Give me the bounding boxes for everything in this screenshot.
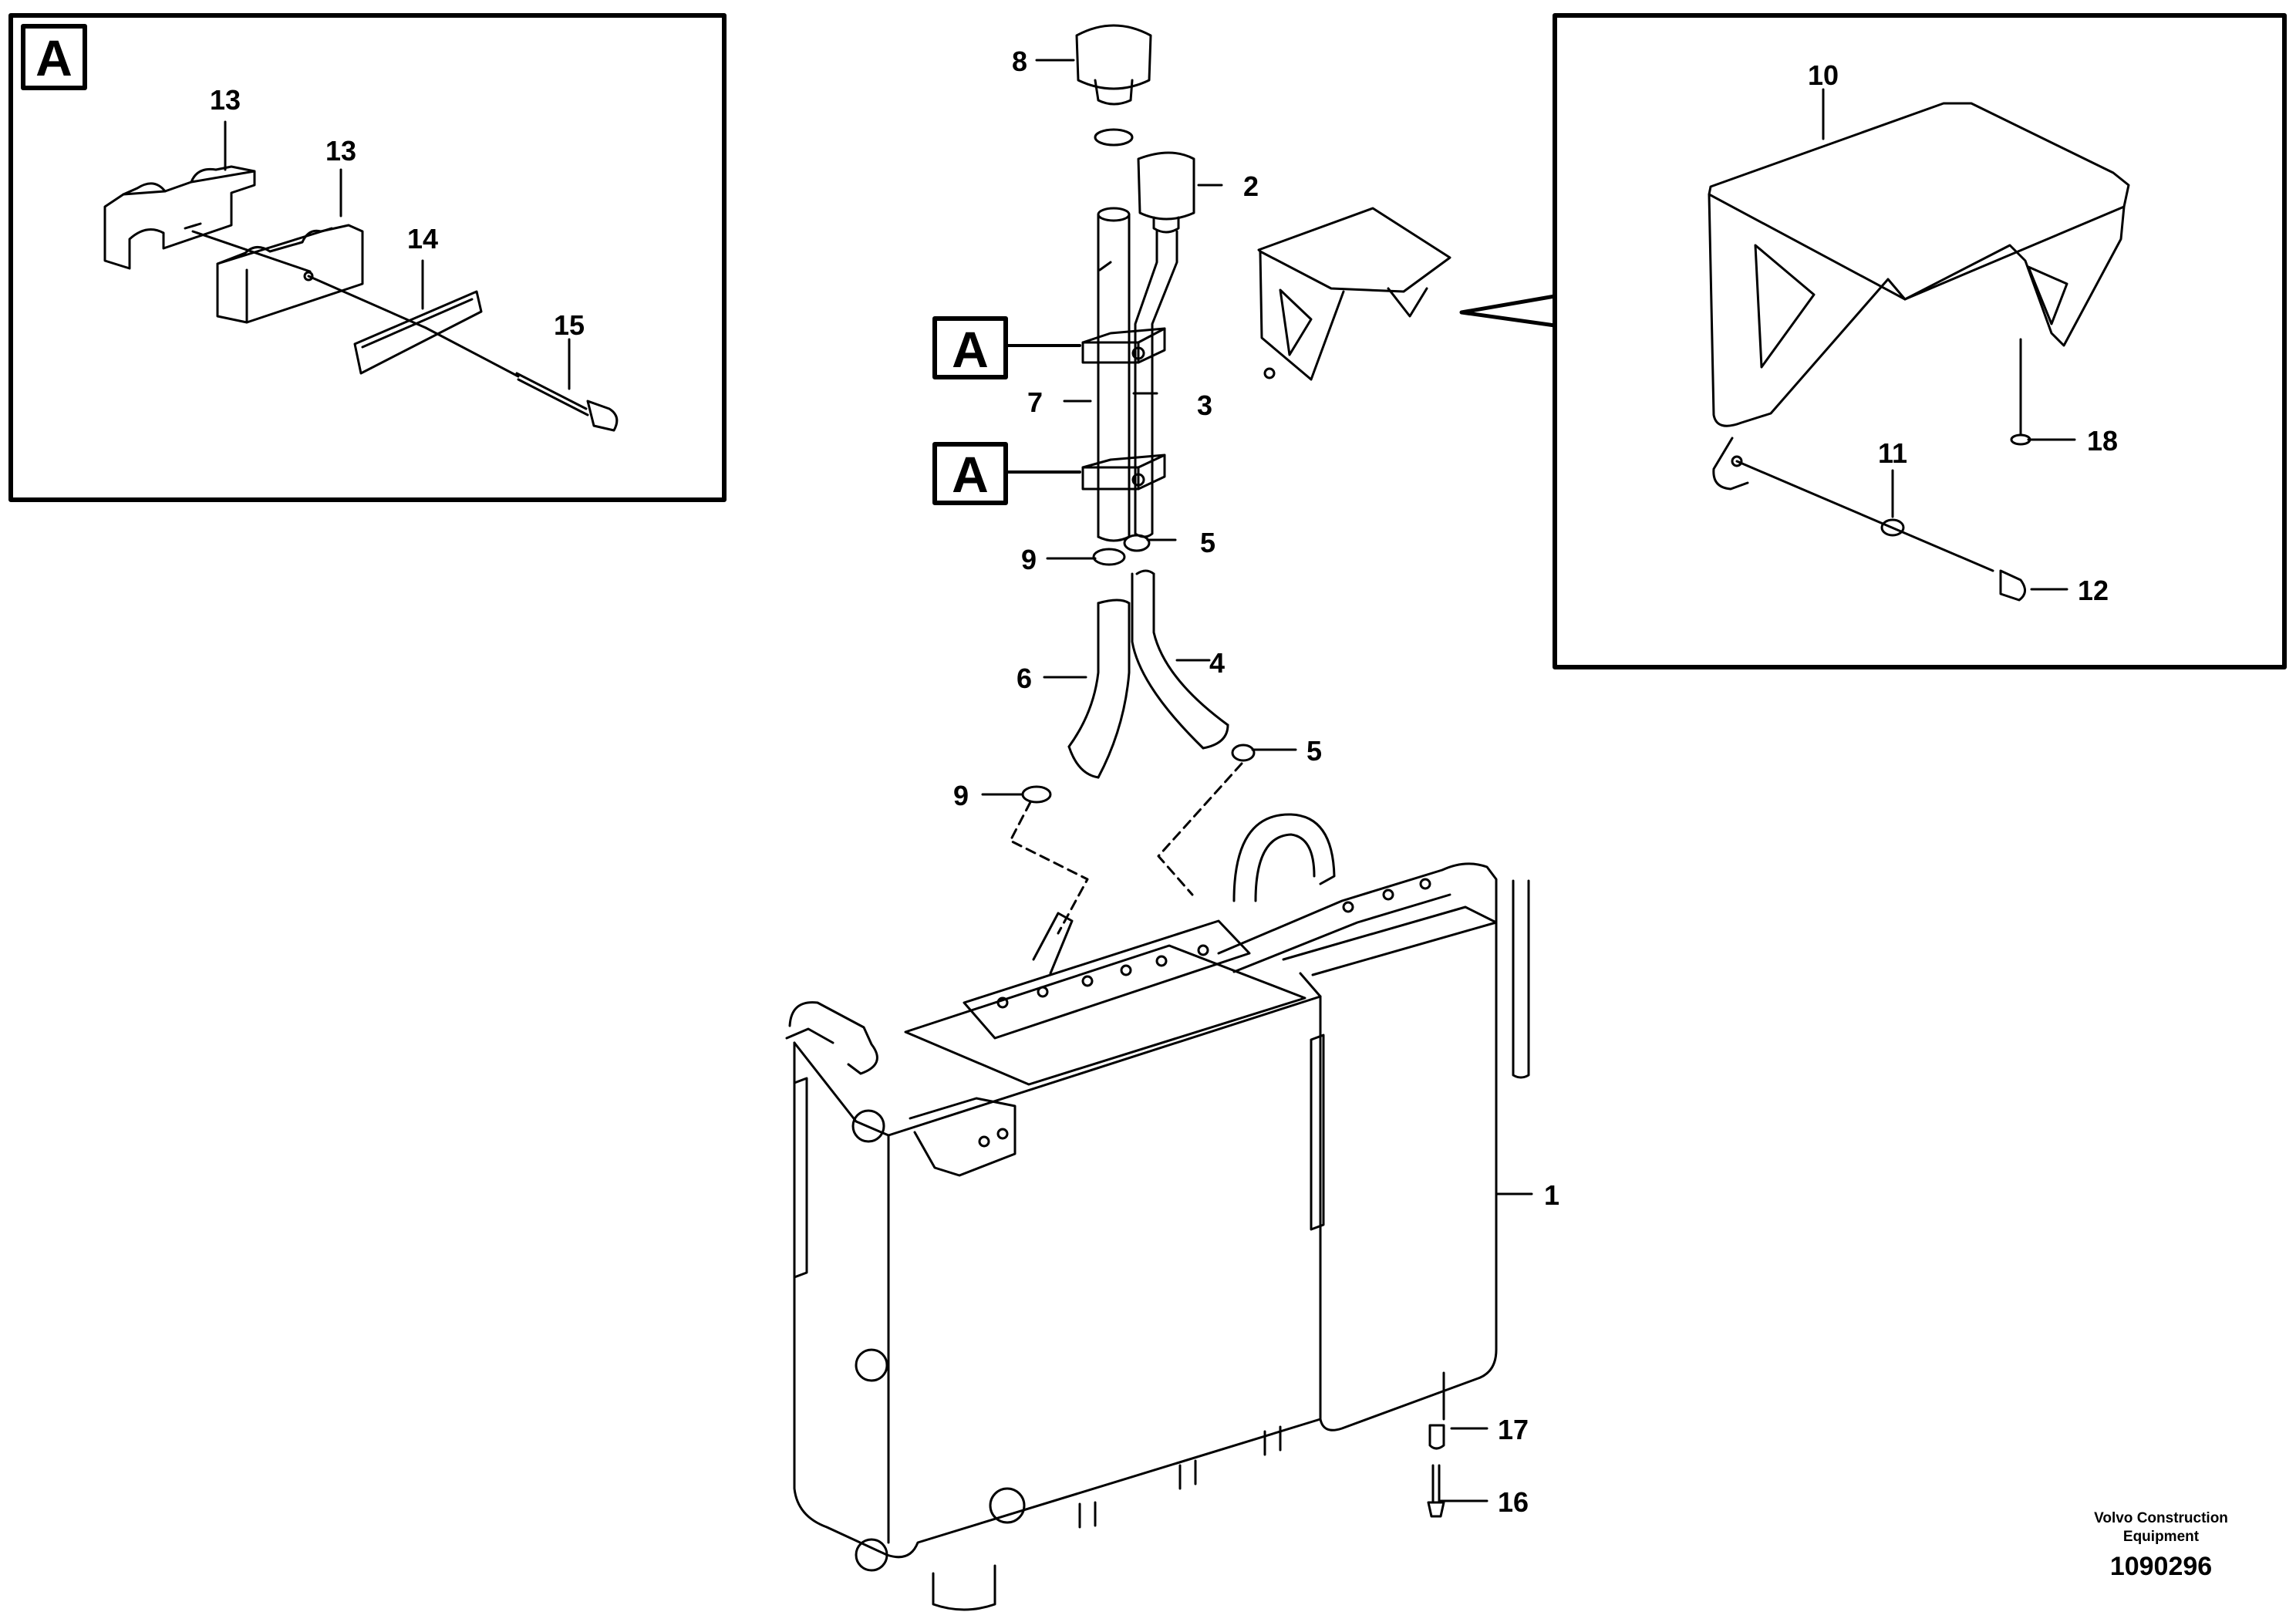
callout-12: 12 — [2078, 575, 2109, 606]
callout-6: 6 — [1017, 663, 1032, 694]
callout-8: 8 — [1012, 46, 1027, 77]
clamp-bracket — [1081, 454, 1166, 491]
callout-11: 11 — [1878, 437, 1907, 469]
callout-7: 7 — [1027, 386, 1043, 418]
filler-pipe-part — [1097, 207, 1131, 542]
detail-a-marker-label: A — [952, 321, 989, 378]
callout-5: 5 — [1200, 527, 1215, 558]
callout-13: 13 — [325, 135, 356, 167]
leader-lines — [981, 59, 1533, 1502]
guard-plate-small — [1257, 207, 1451, 381]
breather-filter-part — [1137, 151, 1195, 234]
detail-a-marker-label: A — [952, 446, 989, 503]
callout-9: 9 — [953, 780, 969, 811]
detail-guard-panel — [1459, 13, 2287, 669]
callout-9: 9 — [1021, 544, 1037, 575]
callout-2: 2 — [1243, 170, 1259, 202]
filler-cap-part — [1075, 24, 1152, 147]
hose-6-part — [1067, 599, 1131, 779]
detail-a-panel — [8, 13, 727, 502]
hydraulic-tank-part — [785, 813, 1498, 1611]
callout-17: 17 — [1498, 1414, 1529, 1445]
bolt-part — [515, 372, 619, 432]
callout-18: 18 — [2087, 425, 2118, 457]
callout-10: 10 — [1808, 59, 1839, 91]
company-name-line1: Volvo Construction — [2094, 1510, 2228, 1526]
clamp-half-part — [216, 224, 364, 324]
callout-1: 1 — [1544, 1179, 1559, 1211]
detail-a-box-label: A — [35, 29, 72, 86]
callout-13: 13 — [210, 84, 241, 116]
callout-14: 14 — [407, 223, 438, 255]
drawing-number: 1090296 — [2110, 1552, 2212, 1581]
callout-4: 4 — [1209, 647, 1225, 679]
clamp-bracket — [1081, 327, 1166, 364]
company-name-line2: Equipment — [2123, 1529, 2200, 1545]
callout-16: 16 — [1498, 1486, 1529, 1518]
breather-pipe-part — [1134, 230, 1178, 538]
hose-4-part — [1131, 569, 1229, 750]
guard-plate-large — [1708, 102, 2130, 491]
callout-5: 5 — [1306, 735, 1322, 767]
callout-3: 3 — [1197, 389, 1212, 421]
mount-bolt-part — [1427, 1371, 1445, 1518]
clamp-half-part — [103, 165, 256, 270]
callout-15: 15 — [554, 309, 585, 341]
hardware-parts — [1735, 338, 2031, 602]
